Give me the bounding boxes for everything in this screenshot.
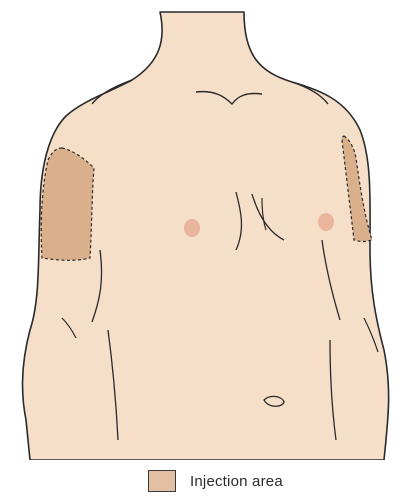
left-upper-arm-injection-area [41,148,94,260]
legend: Injection area [148,466,283,496]
right-nipple [318,213,334,231]
left-nipple [184,219,200,237]
legend-label: Injection area [190,473,283,490]
torso-diagram [0,0,404,460]
legend-swatch [148,470,176,492]
